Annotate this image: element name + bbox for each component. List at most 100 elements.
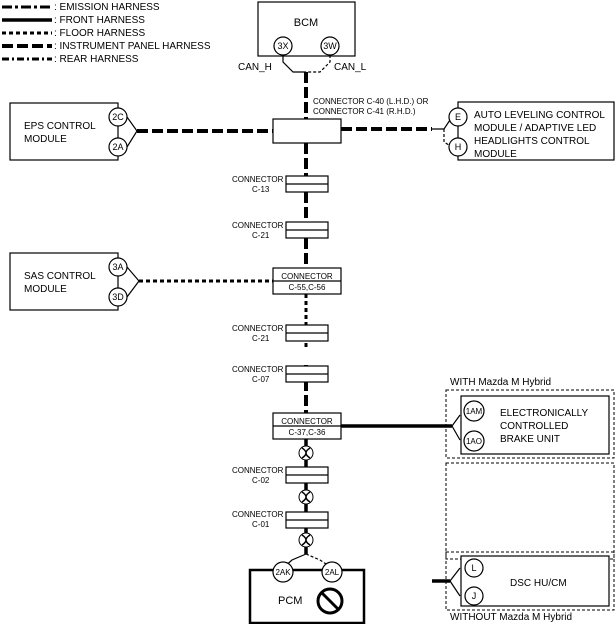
twisted-pair-marker-3 (298, 532, 314, 548)
electronically-controlled-brake-unit: ELECTRONICALLY CONTROLLED BRAKE UNIT 1AM… (460, 395, 610, 455)
connector-c40-c41: CONNECTOR C-40 (L.H.D.) OR CONNECTOR C-4… (272, 97, 429, 144)
connector-c01: CONNECTOR C-01 (232, 510, 329, 529)
connector-c07: CONNECTOR C-07 (232, 365, 329, 384)
pcm-pin-2al-label: 2AL (325, 568, 340, 577)
ecbu-pin-1am (463, 400, 485, 422)
alc-pin-h-label: H (455, 142, 462, 152)
connector-c21-lower: CONNECTOR C-21 (232, 324, 329, 343)
connector-c07-label-line2: C-07 (252, 375, 270, 384)
connector-c02-label-line1: CONNECTOR (232, 466, 284, 475)
sas-control-module: SAS CONTROL MODULE 3A 3D (9, 252, 128, 311)
bcm-pin-3w-label: 3W (323, 41, 337, 51)
pcm-pin-2ak-label: 2AK (275, 568, 291, 577)
connector-c37-label-line2: C-37,C-36 (289, 428, 326, 437)
legend-instrument-panel-label: : INSTRUMENT PANEL HARNESS (54, 41, 211, 52)
alc-label-line4: MODULE (474, 149, 517, 160)
bcm-pin-3x-label: 3X (277, 41, 288, 51)
dsc-pin-j (464, 586, 484, 606)
alc-pin-e-label: E (455, 112, 461, 122)
ecbu-label-line2: CONTROLLED (500, 421, 568, 432)
pcm-pin-2ak (272, 561, 294, 583)
dsc-hu-cm-module: DSC HU/CM L J (460, 555, 610, 607)
sas-pin-3a (108, 257, 128, 277)
wire-dsc-pin-j (449, 580, 461, 597)
can-h-label: CAN_H (238, 62, 272, 73)
wire-ecbu-pin-1am (451, 414, 461, 427)
ecbu-pin-1am-label: 1AM (466, 407, 483, 416)
wire-alc-pin-h (443, 129, 453, 148)
eps-label-line2: MODULE (24, 134, 67, 145)
connector-c21-upper-label-line2: C-21 (252, 231, 270, 240)
eps-pin-2c (108, 107, 128, 127)
alc-label-line1: AUTO LEVELING CONTROL (474, 110, 605, 121)
ecbu-label-line3: BRAKE UNIT (500, 434, 560, 445)
connector-c02-label-line2: C-02 (252, 476, 270, 485)
connector-c01-label-line1: CONNECTOR (232, 510, 284, 519)
connector-c21-lower-label-line2: C-21 (252, 334, 270, 343)
pcm-module: PCM 2AK 2AL (248, 561, 366, 624)
alc-pin-e (448, 107, 468, 127)
sas-pin-3d (108, 287, 128, 307)
ecbu-pin-1ao-label: 1AO (466, 437, 482, 446)
alc-pin-h (448, 137, 468, 157)
legend-rear-label: : REAR HARNESS (54, 54, 139, 65)
legend-floor-label: : FLOOR HARNESS (54, 28, 145, 39)
dsc-pin-l-label: L (471, 563, 476, 573)
connector-c13: CONNECTOR C-13 (232, 175, 329, 194)
twisted-pair-marker-2 (298, 489, 314, 505)
bcm-pin-3x (273, 36, 293, 56)
pcm-pin-2al (321, 561, 343, 583)
dsc-pin-j-label: J (472, 591, 477, 601)
eps-label-line1: EPS CONTROL (24, 121, 96, 132)
connector-c13-label-line1: CONNECTOR (232, 175, 284, 184)
sas-pin-3a-label: 3A (112, 262, 123, 272)
sas-label-line1: SAS CONTROL (24, 271, 96, 282)
alc-label-line2: MODULE / ADAPTIVE LED (474, 123, 596, 134)
without-hybrid-group-upper (445, 462, 615, 560)
wire-pcm-pin-2al (305, 553, 333, 569)
connector-c21-lower-label-line1: CONNECTOR (232, 324, 284, 333)
bcm-module: BCM 3X 3W (257, 1, 356, 57)
ecbu-label-line1: ELECTRONICALLY (500, 408, 589, 419)
connector-c21-upper-label-line1: CONNECTOR (232, 221, 284, 230)
auto-leveling-control-module: AUTO LEVELING CONTROL MODULE / ADAPTIVE … (448, 101, 615, 161)
connector-c37-c36: CONNECTOR C-37,C-36 (272, 412, 342, 440)
without-hybrid-group (445, 551, 615, 611)
connector-c13-label-line2: C-13 (252, 185, 270, 194)
bcm-label: BCM (294, 17, 318, 29)
connector-c02: CONNECTOR C-02 (232, 466, 329, 485)
connector-c55-label-line2: C-55,C-56 (289, 283, 326, 292)
eps-pin-2a-label: 2A (112, 142, 123, 152)
wire-sas-pins (126, 266, 140, 298)
wire-eps-pins (126, 116, 138, 148)
legend-front-label: : FRONT HARNESS (54, 15, 145, 26)
with-hybrid-group (445, 389, 615, 459)
wire-bcm-can-h (282, 55, 306, 73)
sas-label-line2: MODULE (24, 284, 67, 295)
connector-c40-label-line2: CONNECTOR C-41 (R.H.D.) (313, 107, 416, 116)
bcm-pin-3w (320, 36, 340, 56)
connector-c55-c56: CONNECTOR C-55,C-56 (272, 267, 342, 295)
can-l-label: CAN_L (334, 62, 367, 73)
without-hybrid-label: WITHOUT Mazda M Hybrid (450, 612, 572, 623)
connector-c21-upper: CONNECTOR C-21 (232, 221, 329, 240)
connector-c40-label-line1: CONNECTOR C-40 (L.H.D.) OR (313, 97, 429, 106)
sas-pin-3d-label: 3D (112, 292, 124, 302)
dsc-label: DSC HU/CM (510, 578, 567, 589)
wire-dsc-pin-l (449, 567, 461, 582)
twisted-pair-marker-1 (298, 445, 314, 461)
wire-ecbu-pin-1ao (451, 425, 461, 441)
eps-pin-2a (108, 137, 128, 157)
wire-bcm-can-l (306, 55, 331, 73)
pcm-label: PCM (278, 595, 302, 607)
no-entry-icon (316, 587, 344, 615)
connector-c01-label-line2: C-01 (252, 520, 270, 529)
eps-pin-2c-label: 2C (112, 112, 124, 122)
ecbu-pin-1ao (463, 430, 485, 452)
alc-label-line3: HEADLIGHTS CONTROL (474, 136, 590, 147)
legend: : EMISSION HARNESS : FRONT HARNESS : FLO… (2, 2, 211, 65)
connector-c55-label-line1: CONNECTOR (281, 272, 333, 281)
connector-c37-label-line1: CONNECTOR (281, 417, 333, 426)
legend-emission-label: : EMISSION HARNESS (54, 2, 160, 13)
